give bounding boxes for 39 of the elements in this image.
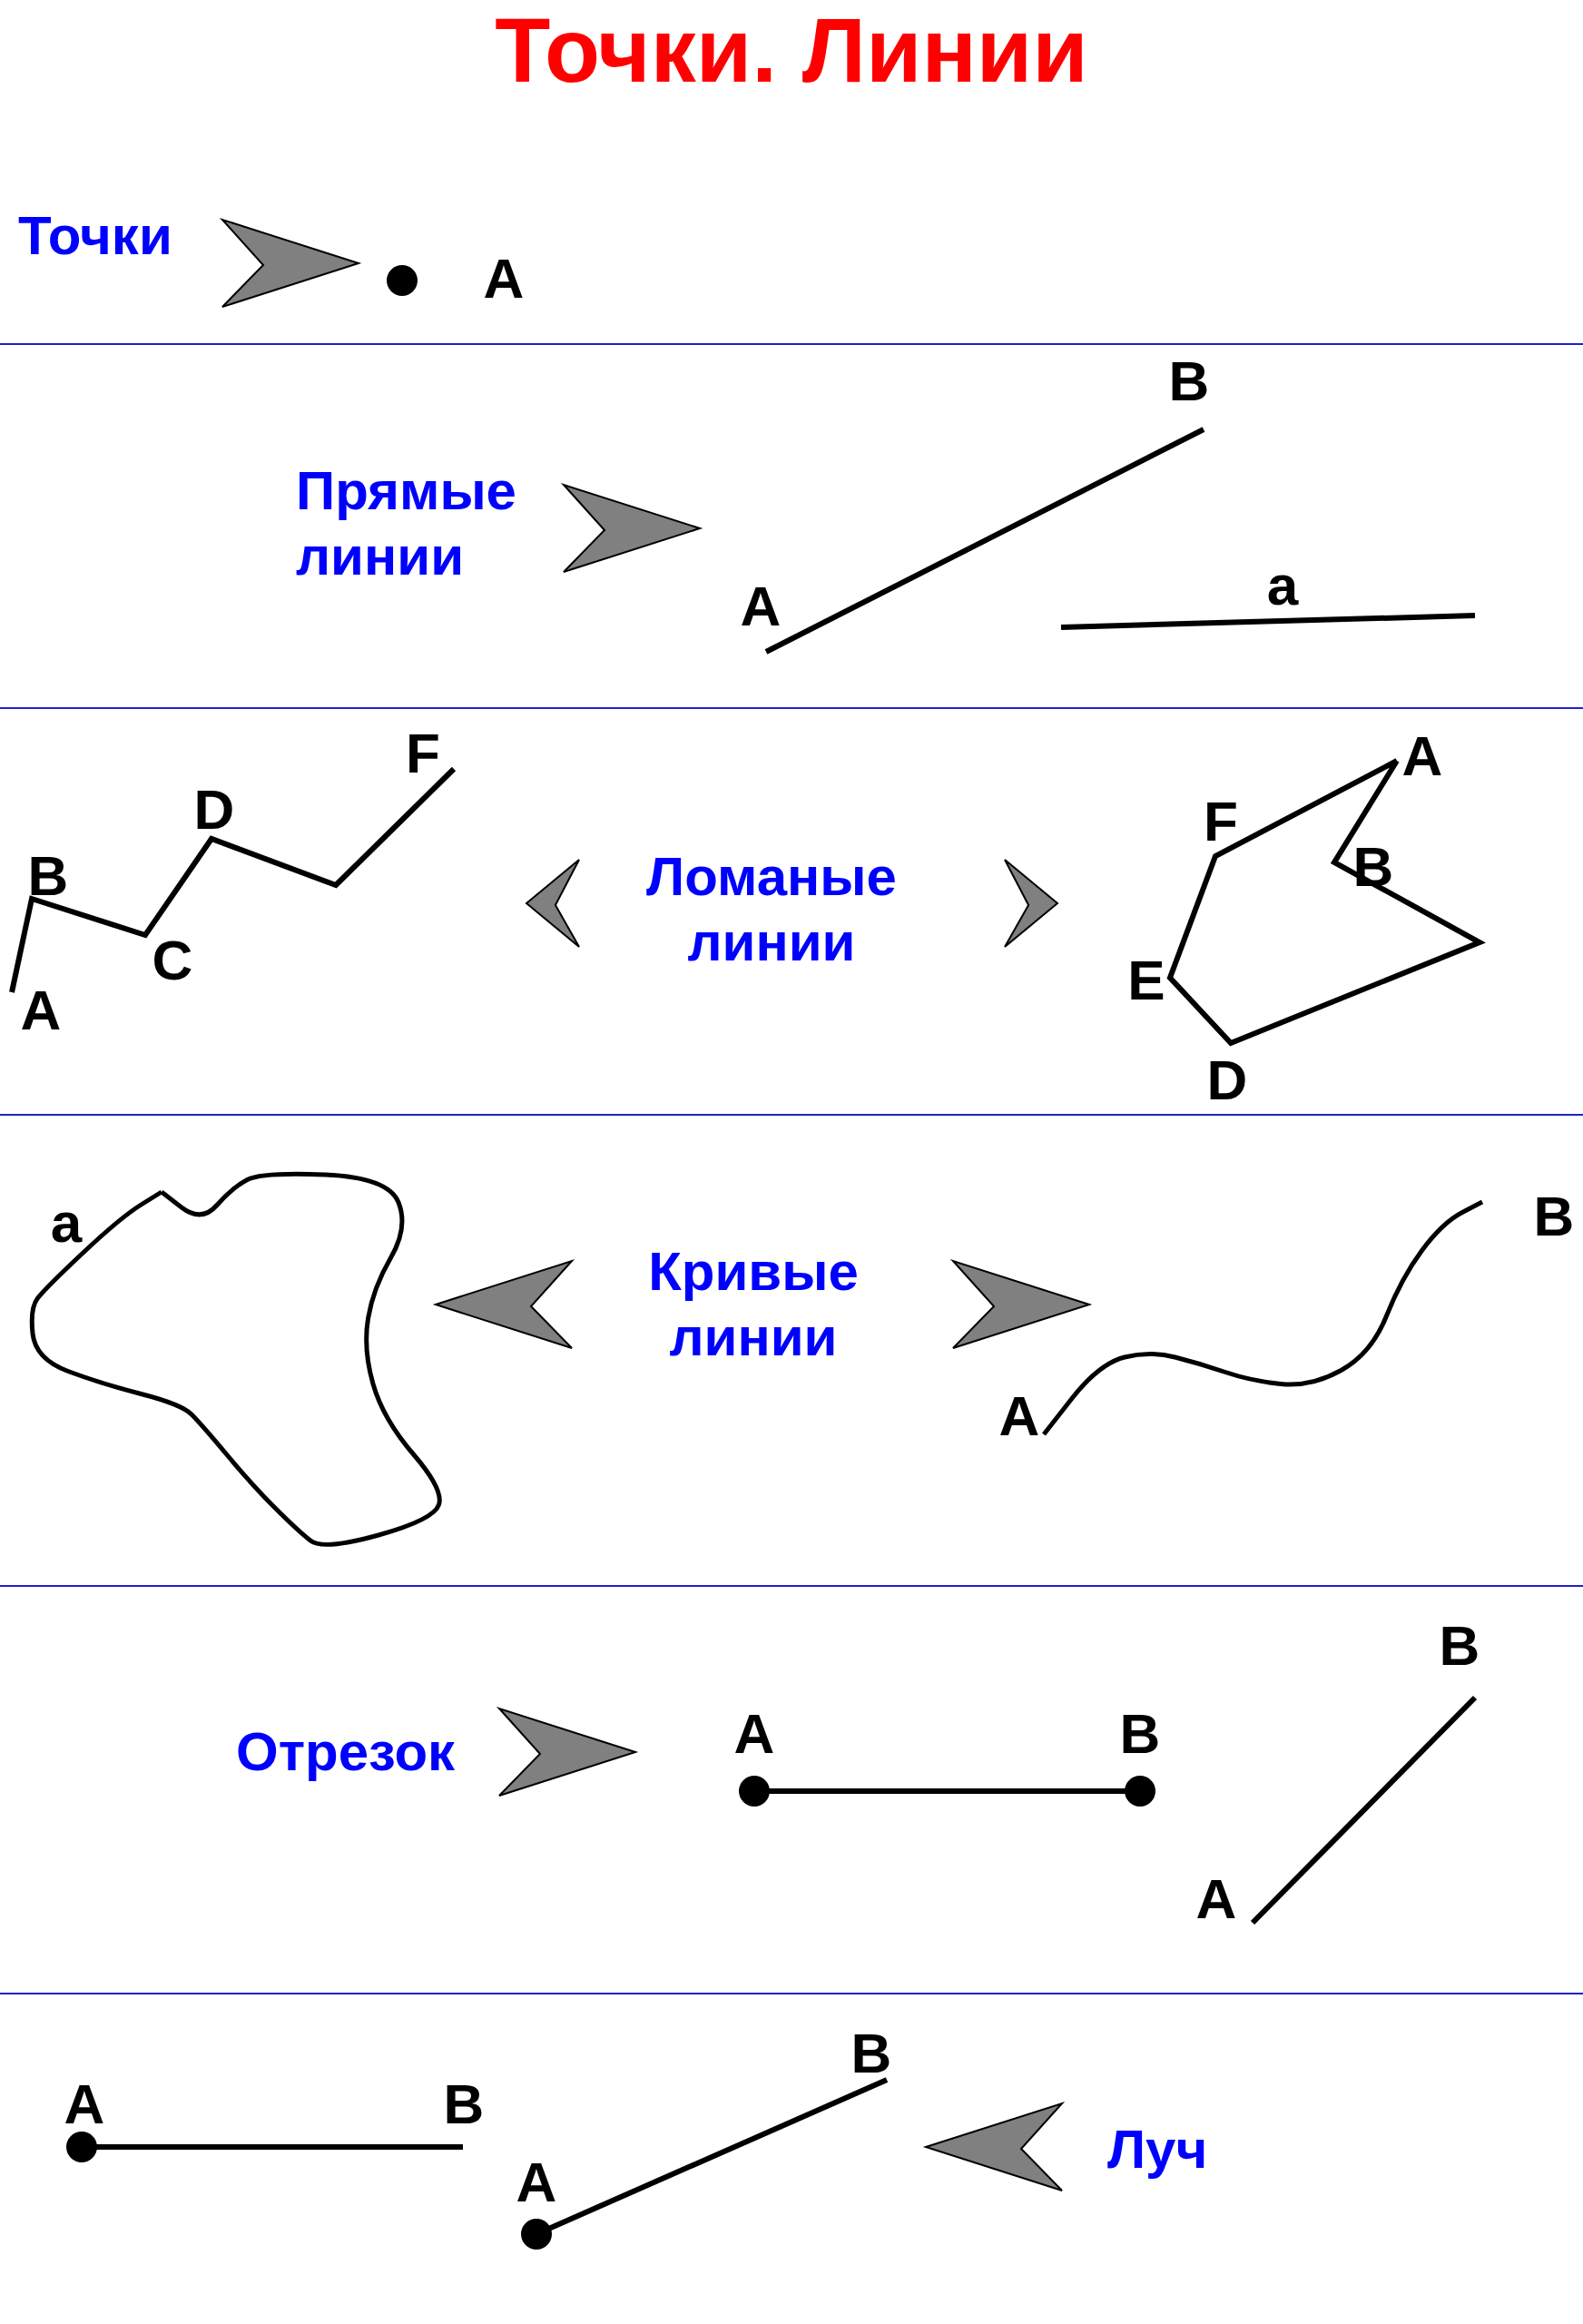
point-letter: B [1119,1706,1161,1762]
point-letter: F [1204,793,1238,850]
point-letter: B [1439,1618,1480,1674]
arrow [432,1258,575,1349]
category-label: Отрезок [236,1719,526,1785]
point-letter: E [1127,952,1165,1009]
arrow [560,482,703,573]
point-letter: C [152,932,193,989]
point-letter: A [516,2154,557,2211]
arrow [496,1706,639,1797]
point-letter: A [483,251,525,307]
category-label: Луч [1107,2117,1253,2182]
arrow [949,1258,1093,1349]
category-label: Кривые линии [608,1239,899,1370]
page-title: Точки. Линии [494,0,1089,100]
point-letter: B [443,2076,485,2132]
category-label: Прямые линии [296,458,586,589]
point-letter: A [1195,1871,1237,1927]
point-letter: D [1206,1052,1248,1108]
point-letter: A [998,1388,1040,1444]
point-letter: F [406,725,440,782]
point-letter: a [50,1195,83,1251]
point-letter: B [1533,1188,1575,1245]
point-letter: a [1266,557,1299,614]
category-label: Ломаные линии [626,844,917,975]
arrow [219,217,362,308]
point-letter: D [193,782,235,838]
point-letter: A [1401,728,1443,784]
point-letter: A [64,2076,105,2132]
point-letter: A [20,982,62,1039]
point-letter: B [850,2025,892,2082]
arrow [525,859,580,948]
point-letter: B [1168,353,1210,409]
point-letter: B [27,848,69,904]
category-label: Точки [18,203,254,269]
point-letter: A [733,1706,775,1762]
point-letter: A [740,578,782,635]
arrow [1004,859,1059,948]
arrow [922,2101,1066,2191]
